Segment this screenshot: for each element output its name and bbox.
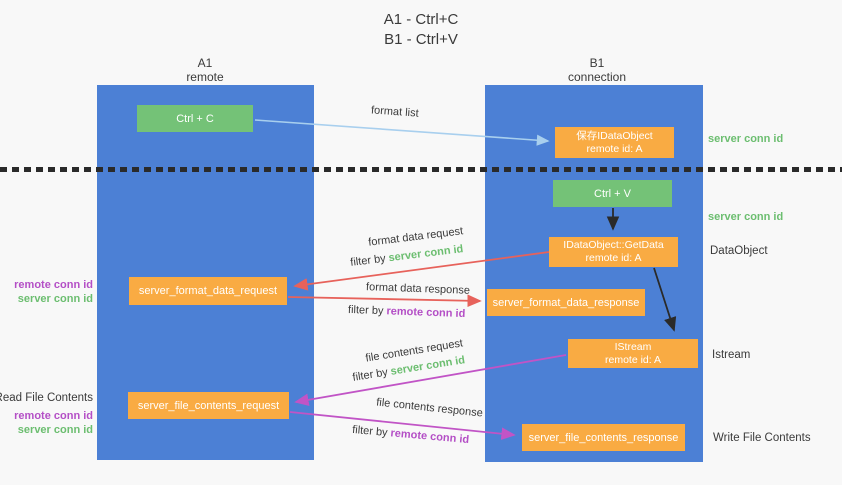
node-server-format-data-request-label: server_format_data_request [138,285,278,297]
node-save-idataobject: 保存IDataObject remote id: A [555,127,674,158]
column-header-b1: B1 connection [537,56,657,84]
label-istream-side: Istream [712,349,751,361]
node-server-format-data-response: server_format_data_response [487,289,645,316]
arrow-format-data-request [293,251,550,291]
left-conn-id-stack-2: remote conn id server conn id [14,409,93,437]
arrow-file-contents-response [289,411,516,440]
label-server-conn-id-mid-right: server conn id [708,211,784,223]
node-ctrl-c-label: Ctrl + C [176,112,214,125]
node-ctrl-c: Ctrl + C [137,105,253,132]
node-istream-line2: remote id: A [604,353,662,366]
node-getdata-line1: IDataObject::GetData [563,239,664,251]
column-b1-id: B1 [589,56,605,70]
node-server-file-contents-response-label: server_file_contents_response [528,431,679,444]
node-istream: IStream remote id: A [568,339,698,368]
label-remote-conn-id-left-2: remote conn id [14,410,93,422]
title-line-2: B1 - Ctrl+V [384,31,458,48]
label-read-file-contents: Read File Contents [0,392,93,404]
label-dataobject: DataObject [710,245,768,257]
arrow-format-list [254,119,550,146]
node-getdata-line2: remote id: A [585,252,642,264]
label-write-file-contents: Write File Contents [713,432,811,444]
node-save-idataobject-line1: 保存IDataObject [576,129,653,142]
node-ctrl-v-label: Ctrl + V [594,187,631,200]
diagram-title: A1 - Ctrl+C B1 - Ctrl+V [0,10,842,50]
node-server-format-data-request: server_format_data_request [129,277,287,305]
label-remote-conn-id-left-1: remote conn id [14,279,93,291]
label-server-conn-id-left-2: server conn id [17,424,93,436]
node-server-file-contents-request: server_file_contents_request [128,392,289,419]
node-server-file-contents-response: server_file_contents_response [522,424,685,451]
node-idataobject-getdata: IDataObject::GetData remote id: A [549,237,678,267]
arrow-file-contents-request [294,354,567,407]
phase-separator-dashed-line [0,167,842,172]
node-istream-line1: IStream [614,340,652,353]
left-conn-id-stack-1: remote conn id server conn id [14,278,93,306]
column-a1-subtitle: remote [186,70,224,84]
node-server-format-data-response-label: server_format_data_response [492,296,640,309]
label-server-conn-id-top-right: server conn id [708,133,784,145]
label-server-conn-id-left-1: server conn id [17,293,93,305]
node-server-file-contents-request-label: server_file_contents_request [137,399,280,412]
column-b1-subtitle: connection [567,70,627,84]
arrow-getdata-to-istream [653,267,677,332]
node-save-idataobject-line2: remote id: A [586,142,643,155]
column-header-a1: A1 remote [145,56,265,84]
column-a1-id: A1 [197,56,213,70]
arrow-format-data-response [287,294,482,308]
title-line-1: A1 - Ctrl+C [383,11,459,28]
filter-by-text: filter by [347,303,384,318]
node-ctrl-v: Ctrl + V [553,180,672,207]
